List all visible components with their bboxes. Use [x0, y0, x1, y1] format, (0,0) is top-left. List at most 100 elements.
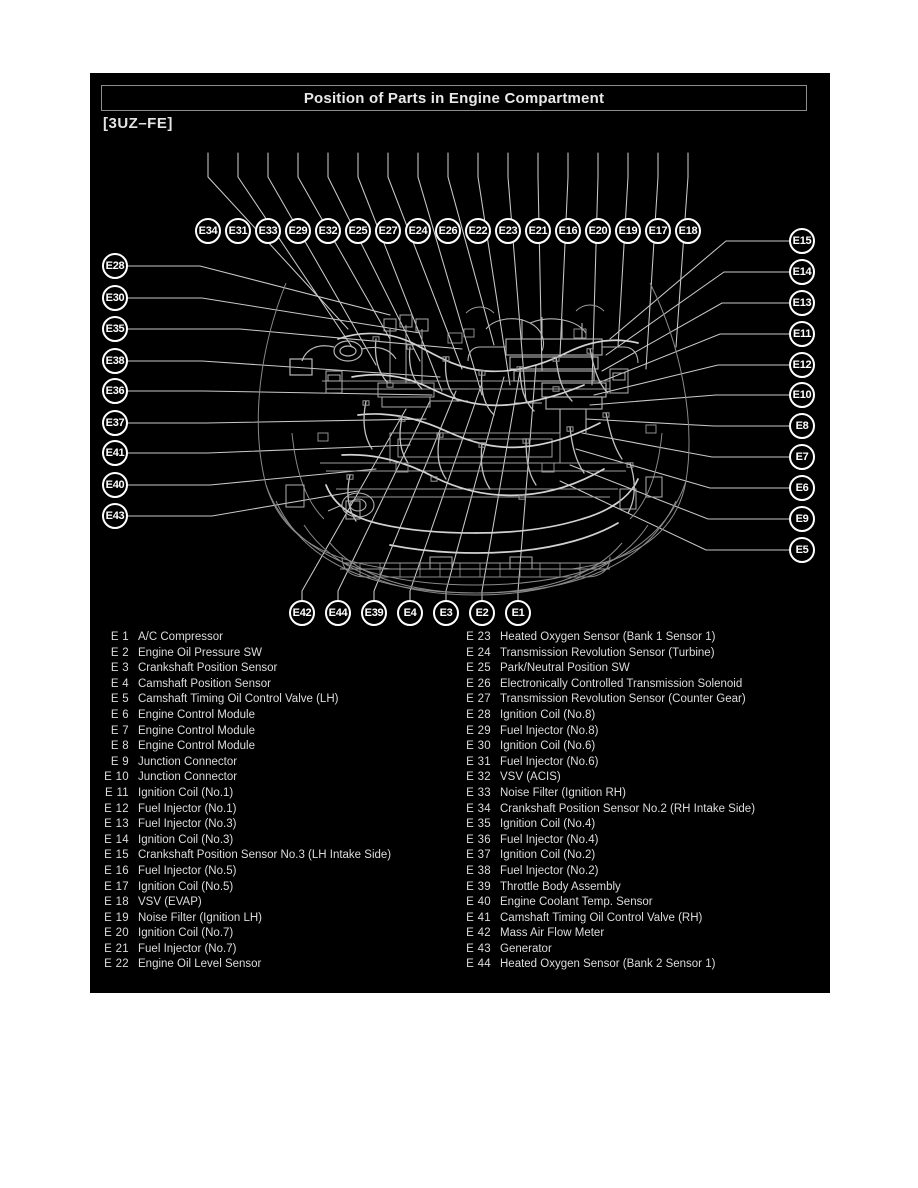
callout-top-11[interactable]: E23: [495, 218, 521, 244]
legend-code: E 2: [110, 646, 129, 659]
legend-name: Ignition Coil (No.4): [500, 818, 596, 831]
legend-code: E 41: [466, 911, 491, 924]
callout-top-4[interactable]: E29: [285, 218, 311, 244]
callout-left-5[interactable]: E36: [102, 378, 128, 404]
legend-name: Engine Oil Level Sensor: [138, 958, 262, 971]
callout-top-7[interactable]: E27: [375, 218, 401, 244]
callout-left-8[interactable]: E40: [102, 472, 128, 498]
legend-name: VSV (EVAP): [138, 896, 202, 909]
legend-code: E 18: [104, 896, 129, 909]
legend-name: Camshaft Position Sensor: [138, 677, 271, 690]
callout-top-3[interactable]: E33: [255, 218, 281, 244]
legend-code: E 11: [104, 786, 129, 799]
legend-row: E 35 Ignition Coil (No.4): [465, 818, 825, 834]
legend-code: E 15: [104, 849, 129, 862]
callout-top-2[interactable]: E31: [225, 218, 251, 244]
callout-left-2[interactable]: E30: [102, 285, 128, 311]
legend-name: Noise Filter (Ignition LH): [138, 911, 262, 924]
callout-top-1[interactable]: E34: [195, 218, 221, 244]
legend-code: E 28: [466, 708, 491, 721]
callout-right-2[interactable]: E14: [789, 259, 815, 285]
callout-top-14[interactable]: E20: [585, 218, 611, 244]
legend-code: E 36: [466, 833, 491, 846]
callout-bottom-3[interactable]: E39: [361, 600, 387, 626]
legend-code: E 17: [104, 880, 129, 893]
page-title: Position of Parts in Engine Compartment: [303, 89, 605, 107]
callout-bottom-4[interactable]: E4: [397, 600, 423, 626]
legend-name: Throttle Body Assembly: [500, 880, 621, 893]
legend-name: Crankshaft Position Sensor No.2 (RH Inta…: [500, 802, 756, 815]
callout-right-4[interactable]: E11: [789, 321, 815, 347]
callout-bottom-1[interactable]: E42: [289, 600, 315, 626]
legend-code: E 35: [466, 818, 491, 831]
legend-name: Camshaft Timing Oil Control Valve (LH): [138, 693, 339, 706]
legend-code: E 24: [466, 646, 491, 659]
callout-left-4[interactable]: E38: [102, 348, 128, 374]
legend-code: E 37: [466, 849, 491, 862]
legend-row: E 4 Camshaft Position Sensor: [103, 678, 463, 694]
callout-top-9[interactable]: E26: [435, 218, 461, 244]
callout-right-1[interactable]: E15: [789, 228, 815, 254]
callout-right-9[interactable]: E6: [789, 475, 815, 501]
callout-left-3[interactable]: E35: [102, 316, 128, 342]
legend-name: VSV (ACIS): [500, 771, 561, 784]
callout-left-1[interactable]: E28: [102, 253, 128, 279]
callout-left-6[interactable]: E37: [102, 410, 128, 436]
callout-right-8[interactable]: E7: [789, 444, 815, 470]
callout-top-6[interactable]: E25: [345, 218, 371, 244]
callout-right-3[interactable]: E13: [789, 290, 815, 316]
legend-code: E 33: [466, 786, 491, 799]
legend-name: Camshaft Timing Oil Control Valve (RH): [500, 911, 703, 924]
callout-right-7[interactable]: E8: [789, 413, 815, 439]
legend-name: Mass Air Flow Meter: [500, 927, 605, 940]
page-title-bar: Position of Parts in Engine Compartment: [101, 85, 807, 111]
callout-top-13[interactable]: E16: [555, 218, 581, 244]
legend-code: E 20: [104, 927, 129, 940]
callout-bottom-2[interactable]: E44: [325, 600, 351, 626]
callout-top-5[interactable]: E32: [315, 218, 341, 244]
callout-right-10[interactable]: E9: [789, 506, 815, 532]
callout-top-16[interactable]: E17: [645, 218, 671, 244]
legend-code: E 27: [466, 693, 491, 706]
legend-name: Ignition Coil (No.6): [500, 740, 596, 753]
callout-top-10[interactable]: E22: [465, 218, 491, 244]
callout-right-11[interactable]: E5: [789, 537, 815, 563]
legend-name: Junction Connector: [138, 755, 238, 768]
legend-name: Engine Control Module: [138, 708, 255, 721]
callout-bottom-6[interactable]: E2: [469, 600, 495, 626]
callout-left-7[interactable]: E41: [102, 440, 128, 466]
callout-top-12[interactable]: E21: [525, 218, 551, 244]
callout-bottom-5[interactable]: E3: [433, 600, 459, 626]
legend-code: E 44: [466, 958, 491, 971]
legend-code: E 7: [110, 724, 129, 737]
legend-code: E 4: [110, 677, 129, 690]
callout-bottom-7[interactable]: E1: [505, 600, 531, 626]
legend-code: E 43: [466, 942, 491, 955]
callout-top-15[interactable]: E19: [615, 218, 641, 244]
legend-code: E 16: [104, 864, 129, 877]
diagram-panel: Position of Parts in Engine Compartment …: [90, 73, 830, 993]
callout-left-9[interactable]: E43: [102, 503, 128, 529]
callout-right-6[interactable]: E10: [789, 382, 815, 408]
legend-code: E 39: [466, 880, 491, 893]
callout-top-8[interactable]: E24: [405, 218, 431, 244]
callout-right-5[interactable]: E12: [789, 352, 815, 378]
legend-name: Ignition Coil (No.1): [138, 786, 234, 799]
callout-top-17[interactable]: E18: [675, 218, 701, 244]
